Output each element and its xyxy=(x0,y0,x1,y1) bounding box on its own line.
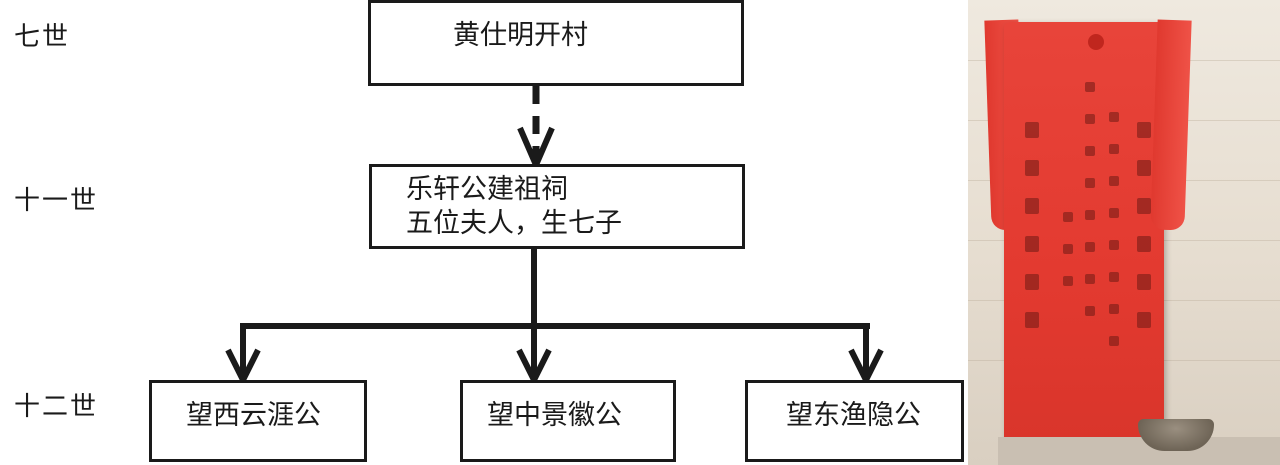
red-knot xyxy=(1088,34,1104,50)
node-child-3: 望东渔隐公 xyxy=(745,380,964,462)
node-child-2: 望中景徽公 xyxy=(460,380,676,462)
node-mid-line2: 五位夫人，生七子 xyxy=(406,208,622,239)
node-mid-line1: 乐轩公建祖祠 xyxy=(406,174,568,205)
red-drape-right xyxy=(1150,19,1192,231)
node-root-label: 黄仕明开村 xyxy=(453,20,588,51)
node-child-1-label: 望西云涯公 xyxy=(186,400,321,431)
node-child-1: 望西云涯公 xyxy=(149,380,367,462)
altar-base xyxy=(998,437,1280,465)
generation-label-7: 七世 xyxy=(14,22,71,52)
generation-label-12: 十二世 xyxy=(14,392,99,422)
red-memorial-tablet xyxy=(1004,22,1164,442)
generation-label-11: 十一世 xyxy=(14,186,99,216)
node-root: 黄仕明开村 xyxy=(368,0,744,86)
ancestral-tablet-photo xyxy=(968,0,1280,465)
node-child-2-label: 望中景徽公 xyxy=(487,400,622,431)
node-child-3-label: 望东渔隐公 xyxy=(786,400,921,431)
node-mid: 乐轩公建祖祠 五位夫人，生七子 xyxy=(369,164,745,249)
incense-bowl xyxy=(1138,419,1214,451)
